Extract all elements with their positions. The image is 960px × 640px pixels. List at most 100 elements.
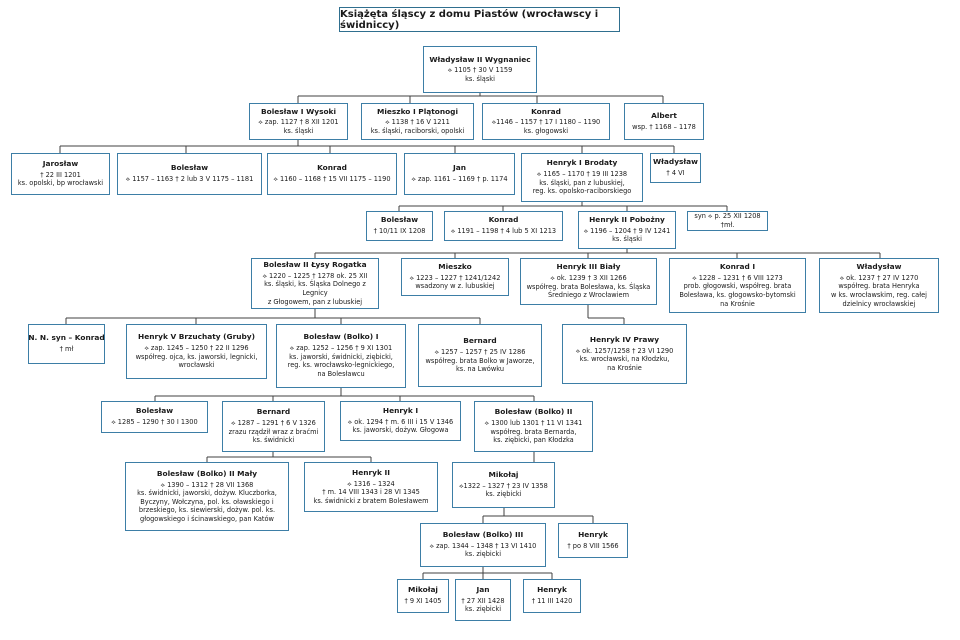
- person-info: ⟡ ok. 1294 † m. 6 III i 15 V 1346 ks. ja…: [347, 417, 454, 435]
- person-info: ⟡ zap. 1252 – 1256 † 9 XI 1301 ks. jawor…: [287, 344, 395, 378]
- person-info: ⟡ 1223 – 1227 † 1241/1242 wsadzony w z. …: [409, 273, 501, 291]
- person-name: Bernard: [256, 407, 291, 417]
- person-wladyslaw-b: Władysław ⟡ ok. 1237 † 27 IV 1270 współr…: [819, 258, 939, 313]
- person-info: ⟡ zap. 1127 † 8 XII 1201 ks. śląski: [258, 118, 339, 135]
- person-info: † 22 III 1201 ks. opolski, bp wrocławski: [17, 170, 104, 188]
- person-henryk-i-jaworski: Henryk I ⟡ ok. 1294 † m. 6 III i 15 V 13…: [340, 401, 461, 441]
- person-info: ⟡ ok. 1257/1258 † 23 VI 1290 ks. wrocław…: [575, 346, 674, 372]
- person-name: Henryk: [578, 529, 608, 539]
- person-wladyslaw-a: Władysław † 4 VI: [650, 153, 701, 183]
- person-jan-a: Jan ⟡ zap. 1161 – 1169 † p. 1174: [404, 153, 515, 195]
- person-name: Bolesław: [380, 215, 419, 225]
- person-name: Henryk II Pobożny: [589, 215, 665, 224]
- person-jan-b: Jan † 27 XII 1428 ks. ziębicki: [455, 579, 511, 621]
- person-boleslaw-i-wysoki: Bolesław I Wysoki ⟡ zap. 1127 † 8 XII 12…: [249, 103, 348, 140]
- person-henryk-v-brzuchaty: Henryk V Brzuchaty (Gruby) ⟡ zap. 1245 –…: [126, 324, 267, 379]
- person-info: † 10/11 IX 1208: [373, 227, 426, 236]
- person-jaroslaw: Jarosław † 22 III 1201 ks. opolski, bp w…: [11, 153, 110, 195]
- person-name: Mikołaj: [488, 470, 519, 479]
- person-mikolaj-b: Mikołaj † 9 XI 1405: [397, 579, 449, 613]
- person-wladyslaw-ii: Władysław II Wygnaniec ⟡ 1105 † 30 V 115…: [423, 46, 537, 93]
- person-name: Henryk I: [382, 406, 419, 415]
- person-name: Henryk: [537, 585, 567, 595]
- person-boleslaw-a: Bolesław ⟡ 1157 – 1163 † 2 lub 3 V 1175 …: [117, 153, 262, 195]
- person-boleslaw-ii-rogatka: Bolesław II Łysy Rogatka ⟡ 1220 – 1225 †…: [251, 258, 379, 309]
- person-henryk-d: Henryk † 11 III 1420: [523, 579, 581, 613]
- person-boleslaw-c: Bolesław ⟡ 1285 – 1290 † 30 I 1300: [101, 401, 208, 433]
- person-henryk-c: Henryk † po 8 VIII 1566: [558, 523, 628, 558]
- person-info: wsp. † 1168 – 1178: [632, 122, 696, 131]
- person-bolko-iii: Bolesław (Bolko) III ⟡ zap. 1344 – 1348 …: [420, 523, 546, 567]
- person-henryk-iii-bialy: Henryk III Biały ⟡ ok. 1239 † 3 XII 1266…: [520, 258, 657, 305]
- person-name: Bernard: [463, 336, 497, 346]
- person-info: † 4 VI: [666, 169, 685, 178]
- person-name: Bolesław (Bolko) II Mały: [156, 468, 258, 478]
- person-syn: syn ⟡ p. 25 XII 1208 †mł.: [687, 211, 768, 231]
- person-name: Jarosław: [42, 159, 79, 168]
- person-name: Władysław: [856, 261, 902, 271]
- person-info: ⟡ 1105 † 30 V 1159 ks. śląski: [447, 66, 513, 83]
- person-name: Jan: [476, 585, 490, 594]
- person-info: † 11 III 1420: [531, 597, 573, 606]
- person-name: Władysław II Wygnaniec: [429, 54, 531, 64]
- person-info: ⟡ 1138 † 16 V 1211 ks. śląski, raciborsk…: [370, 118, 465, 135]
- person-albert: Albert wsp. † 1168 – 1178: [624, 103, 704, 140]
- person-info: ⟡ 1191 – 1198 † 4 lub 5 XI 1213: [450, 227, 557, 236]
- person-info: † mł: [59, 345, 74, 354]
- person-name: Bolesław (Bolko) I: [303, 332, 379, 342]
- person-name: Bolesław: [135, 406, 174, 416]
- person-bolko-ii-maly: Bolesław (Bolko) II Mały ⟡ 1390 – 1312 †…: [125, 462, 289, 531]
- person-info: ⟡ zap. 1245 – 1250 † 22 II 1296 współreg…: [135, 344, 258, 370]
- person-henryk-ii-swidnicki: Henryk II ⟡ 1316 – 1324 † m. 14 VIII 134…: [304, 462, 438, 512]
- person-info: syn ⟡ p. 25 XII 1208 †mł.: [694, 212, 761, 229]
- person-name: Henryk IV Prawy: [589, 334, 660, 344]
- person-bolko-i: Bolesław (Bolko) I ⟡ zap. 1252 – 1256 † …: [276, 324, 406, 388]
- person-info: ⟡ 1157 – 1163 † 2 lub 3 V 1175 – 1181: [125, 175, 254, 184]
- person-boleslaw-b: Bolesław † 10/11 IX 1208: [366, 211, 433, 241]
- person-henryk-ii-pobozny: Henryk II Pobożny ⟡ 1196 – 1204 † 9 IV 1…: [578, 211, 676, 249]
- person-bolko-ii: Bolesław (Bolko) II ⟡ 1300 lub 1301 † 11…: [474, 401, 593, 452]
- person-name: Konrad: [531, 106, 561, 116]
- person-name: Mieszko I Plątonogi: [376, 106, 458, 116]
- person-mikolaj-a: Mikołaj ⟡1322 – 1327 † 23 IV 1358 ks. zi…: [452, 462, 555, 508]
- person-name: Henryk III Biały: [556, 262, 621, 272]
- person-info: ⟡ zap. 1344 – 1348 † 13 VI 1410 ks. zięb…: [429, 541, 537, 559]
- person-konrad-b: Konrad ⟡ 1191 – 1198 † 4 lub 5 XI 1213: [444, 211, 563, 241]
- person-info: ⟡1146 – 1157 † 17 I 1180 – 1190 ks. głog…: [491, 118, 601, 135]
- person-name: Albert: [651, 110, 677, 120]
- person-info: ⟡ 1196 – 1204 † 9 IV 1241 ks. śląski: [583, 226, 671, 244]
- person-info: ⟡ 1287 – 1291 † 6 V 1326 zrazu rządził w…: [228, 419, 319, 445]
- person-konrad-a: Konrad ⟡ 1160 – 1168 † 15 VII 1175 – 119…: [267, 153, 397, 195]
- person-info: † po 8 VIII 1566: [567, 541, 619, 550]
- person-info: ⟡ 1228 – 1231 † 6 VIII 1273 prob. głogow…: [679, 273, 796, 308]
- person-name: Mikołaj: [408, 585, 438, 595]
- person-henryk-i-brodaty: Henryk I Brodaty ⟡ 1165 – 1170 † 19 III …: [521, 153, 643, 202]
- person-info: ⟡ 1220 – 1225 † 1278 ok. 25 XII ks. śląs…: [262, 271, 368, 306]
- person-info: ⟡ 1165 – 1170 † 19 III 1238 ks. śląski, …: [532, 170, 632, 196]
- person-henryk-iv-prawy: Henryk IV Prawy ⟡ ok. 1257/1258 † 23 VI …: [562, 324, 687, 384]
- person-name: Konrad: [317, 163, 347, 173]
- person-name: Konrad I: [719, 261, 756, 271]
- person-name: Bolesław II Łysy Rogatka: [263, 259, 367, 269]
- person-name: Jan: [453, 163, 466, 173]
- person-info: ⟡ ok. 1237 † 27 IV 1270 współreg. brata …: [831, 273, 927, 308]
- person-info: ⟡ 1390 – 1312 † 28 VII 1368 ks. świdnick…: [137, 480, 277, 523]
- person-name: Władysław: [653, 157, 698, 167]
- person-name: Henryk I Brodaty: [546, 158, 618, 168]
- person-name: Konrad: [488, 215, 519, 225]
- person-info: ⟡ 1285 – 1290 † 30 I 1300: [111, 418, 198, 427]
- person-bernard-a: Bernard ⟡ 1257 – 1257 † 25 IV 1286 współ…: [418, 324, 542, 387]
- person-nn-konrad: N. N. syn – Konrad † mł: [28, 324, 105, 364]
- person-name: Henryk V Brzuchaty (Gruby): [138, 332, 255, 342]
- person-mieszko-b: Mieszko ⟡ 1223 – 1227 † 1241/1242 wsadzo…: [401, 258, 509, 296]
- person-info: ⟡ 1300 lub 1301 † 11 VI 1341 współreg. b…: [484, 419, 583, 445]
- person-name: Bolesław (Bolko) III: [442, 530, 524, 539]
- person-name: Bolesław I Wysoki: [260, 106, 336, 116]
- person-mieszko-i: Mieszko I Plątonogi ⟡ 1138 † 16 V 1211 k…: [361, 103, 474, 140]
- person-info: † 9 XI 1405: [404, 597, 442, 606]
- person-name: Henryk II: [352, 467, 390, 477]
- person-name: Bolesław: [170, 163, 209, 173]
- person-konrad-i: Konrad I ⟡ 1228 – 1231 † 6 VIII 1273 pro…: [669, 258, 806, 313]
- person-name: N. N. syn – Konrad: [28, 333, 105, 343]
- person-info: † 27 XII 1428 ks. ziębicki: [461, 596, 505, 614]
